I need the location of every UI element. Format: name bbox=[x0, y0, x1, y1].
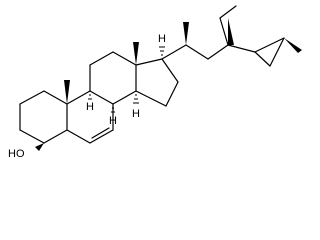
ring-d bbox=[135, 58, 179, 107]
h17-hash-bond bbox=[159, 46, 165, 56]
h14-hash-bond bbox=[133, 94, 139, 104]
h9-label: H bbox=[86, 101, 94, 113]
side-chain bbox=[161, 5, 256, 60]
h9-hash-bond bbox=[88, 94, 92, 100]
c5-c6-double-bond bbox=[91, 127, 110, 139]
c10-methyl-wedge bbox=[64, 80, 70, 104]
hydroxyl-label: HO bbox=[8, 148, 25, 160]
ring-c bbox=[89, 51, 137, 105]
c3-oxygen-wedge bbox=[35, 143, 44, 151]
c24-ethyl-wedge bbox=[228, 18, 234, 45]
ring-a bbox=[19, 90, 68, 144]
cyclopropyl-methyl-wedge bbox=[284, 38, 302, 53]
c13-methyl-wedge bbox=[133, 42, 139, 65]
h14-label: H bbox=[132, 108, 140, 120]
c20-methyl-wedge bbox=[183, 22, 189, 45]
h8-label: H bbox=[109, 115, 117, 127]
cyclopropane-ring bbox=[254, 37, 285, 67]
steroid-structure-diagram: HO H H H H bbox=[8, 5, 302, 160]
h8-hash-bond bbox=[111, 107, 115, 113]
h17-label: H bbox=[158, 33, 166, 45]
